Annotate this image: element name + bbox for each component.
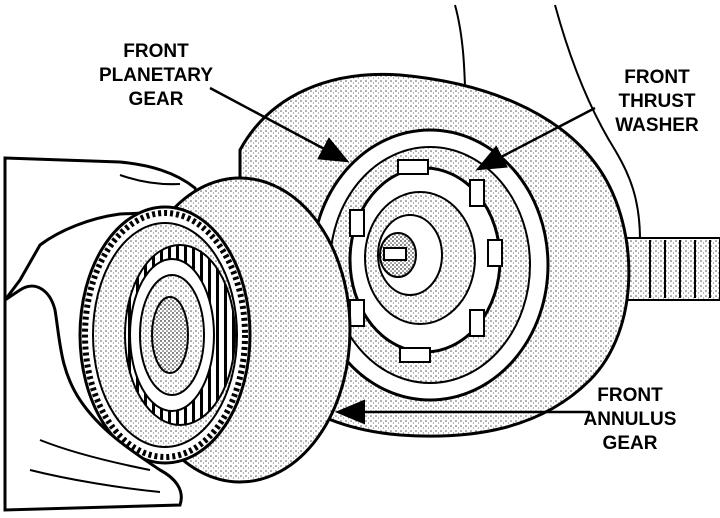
front-thrust-washer-label: FRONT THRUST WASHER	[592, 66, 720, 138]
front-annulus-gear-label-line1: FRONT	[597, 385, 663, 406]
front-planetary-gear-label-line1: FRONT	[123, 41, 189, 62]
front-annulus-gear-label-line3: GEAR	[602, 433, 658, 454]
front-planetary-gear-label-line2: PLANETARY	[99, 65, 213, 86]
front-annulus-gear	[78, 176, 352, 484]
thrust-washer-leader	[475, 106, 596, 171]
front-planetary-gear-label: FRONT PLANETARY GEAR	[86, 40, 226, 112]
front-planetary-gear-label-line3: GEAR	[128, 89, 184, 110]
front-thrust-washer-label-line2: THRUST	[618, 91, 696, 112]
leader-lines	[209, 86, 596, 425]
center-hub	[364, 191, 476, 325]
front-thrust-washer-label-line3: WASHER	[615, 115, 699, 136]
front-thrust-washer-label-line1: FRONT	[624, 67, 690, 88]
planetary-gear-leader	[209, 86, 350, 163]
hand-lower	[3, 284, 183, 512]
front-annulus-gear-label: FRONT ANNULUS GEAR	[570, 384, 690, 456]
front-annulus-gear-label-line2: ANNULUS	[583, 409, 677, 430]
